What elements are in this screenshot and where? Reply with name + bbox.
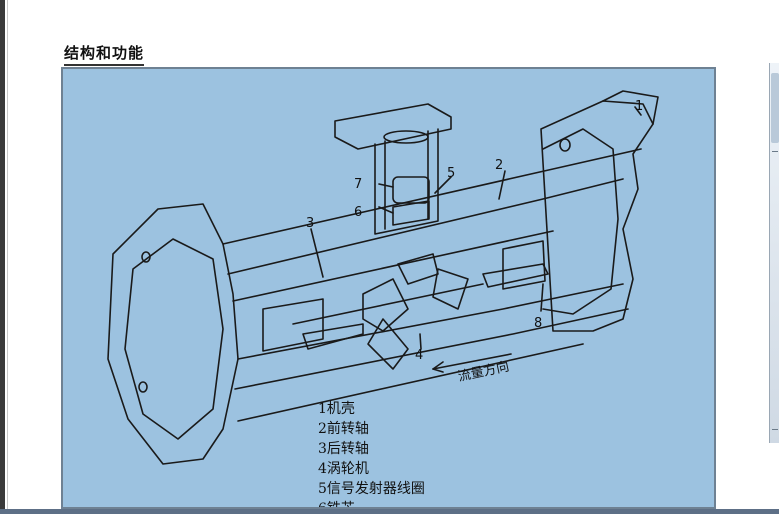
legend-item: 2前转轴 — [318, 421, 369, 437]
front-vane — [482, 263, 549, 288]
sensor-body-inner — [384, 130, 429, 230]
leader-8 — [540, 283, 544, 312]
leader-3 — [310, 228, 324, 278]
part-label-1: 1 — [635, 99, 643, 114]
left-border-line — [7, 0, 8, 514]
sensor-body — [374, 128, 439, 235]
left-flange-outline — [107, 203, 239, 465]
section-title: 结构和功能 — [64, 42, 145, 66]
part-label-3: 3 — [306, 216, 314, 231]
flow-arrow-shaft — [432, 353, 512, 370]
part-label-2: 2 — [495, 158, 503, 173]
turbine-flowmeter-figure: 1 2 3 4 5 6 7 8 流量方向 1机壳 2前转轴 3后转轴 4涡轮机 … — [61, 67, 716, 509]
part-label-7: 7 — [354, 177, 362, 192]
right-flange-top — [602, 90, 659, 125]
sensor-cap — [334, 103, 452, 150]
side-scrollbar[interactable] — [769, 63, 779, 443]
left-border-rule — [0, 0, 5, 514]
right-flange-outline — [540, 100, 654, 332]
pipe-lower-inner — [237, 283, 624, 360]
front-support-2 — [502, 240, 546, 290]
leader-6 — [378, 206, 394, 214]
leader-1 — [634, 106, 642, 116]
sensor-bore — [383, 130, 429, 144]
legend-item: 3后转轴 — [318, 441, 369, 457]
turbine-blade-right — [432, 268, 469, 310]
flow-arrow-head — [432, 361, 444, 373]
rear-vane — [302, 323, 364, 350]
scrollbar-mark — [772, 151, 778, 152]
part-label-8: 8 — [534, 316, 542, 331]
rotor-shaft — [292, 283, 484, 325]
right-flange-inner — [542, 128, 619, 315]
leader-7 — [378, 183, 394, 188]
legend-item: 5信号发射器线圈 — [318, 481, 425, 497]
turbine-blade-lower — [367, 318, 409, 370]
turbine-blade-upper — [362, 278, 409, 332]
leader-4 — [419, 333, 422, 350]
leader-2 — [498, 170, 506, 200]
bolt-hole-left-top — [141, 251, 151, 263]
pipe-lower-outer — [234, 308, 629, 390]
flowmeter-drawing: 1 2 3 4 5 6 7 8 流量方向 — [107, 90, 659, 465]
parts-legend: 1机壳 2前转轴 3后转轴 4涡轮机 5信号发射器线圈 6铁芯 — [318, 399, 425, 509]
pipe-upper-outer — [222, 148, 642, 245]
pipe-lower-edge — [237, 343, 584, 422]
pipe-upper-bore — [232, 230, 554, 302]
left-flange-inner — [124, 238, 224, 440]
part-label-6: 6 — [354, 205, 362, 220]
legend-item: 1机壳 — [318, 401, 355, 417]
scrollbar-mark — [772, 429, 778, 430]
scrollbar-thumb[interactable] — [771, 73, 779, 143]
rear-support-3 — [262, 298, 324, 352]
bolt-hole-right — [559, 138, 571, 152]
leader-5 — [434, 176, 452, 194]
turbine-blade-top — [397, 253, 439, 285]
bottom-taskbar-edge — [0, 509, 779, 514]
part-label-4: 4 — [415, 348, 423, 363]
legend-item: 4涡轮机 — [318, 461, 369, 477]
coil-6 — [392, 200, 430, 226]
housing-lines — [107, 90, 659, 465]
bolt-hole-left-bottom — [138, 381, 148, 393]
core-7 — [392, 176, 430, 204]
legend-item: 6铁芯 — [318, 501, 355, 509]
pipe-upper-inner — [227, 178, 624, 275]
part-label-5: 5 — [447, 166, 455, 181]
